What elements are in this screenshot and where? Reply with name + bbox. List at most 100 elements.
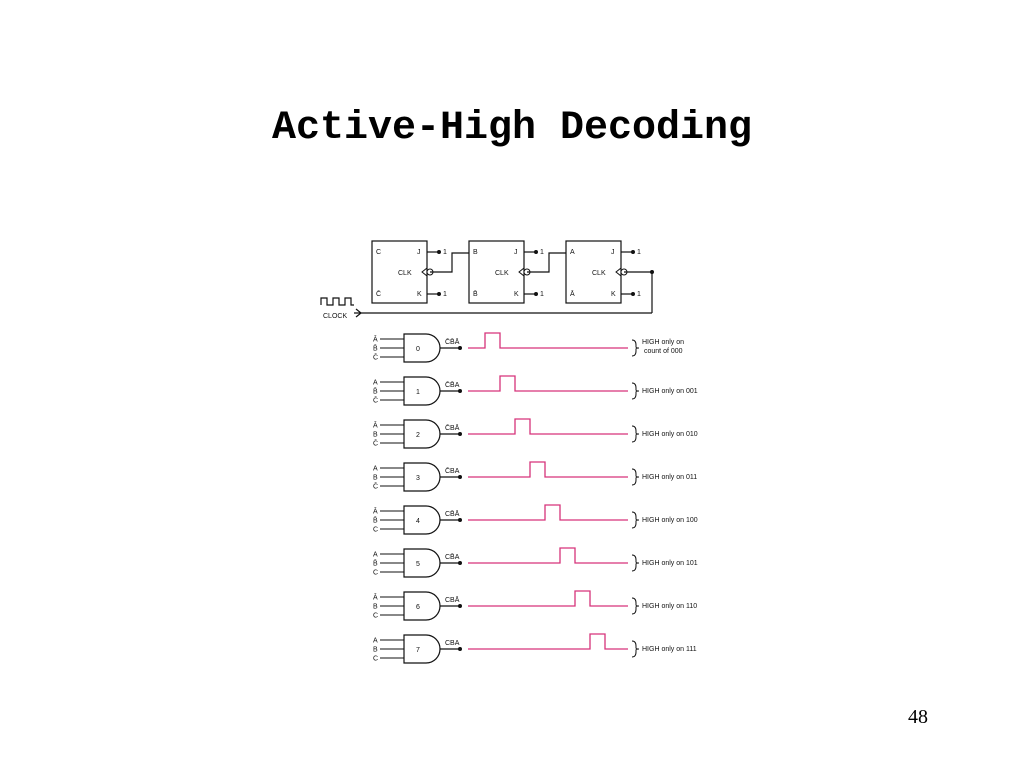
gate-input-label: A [373,466,378,473]
clk-triangle [518,267,525,277]
flipflop-j-label: J [417,249,421,256]
gate-note: HIGH only on 010 [642,431,698,438]
j-input-value: 1 [443,249,447,256]
gate-input-label: A [373,638,378,645]
gate-output-label: CB̄A [445,553,460,561]
flipflop-j-label: J [514,249,518,256]
gate-number: 5 [416,561,420,568]
gate-number: 7 [416,647,420,654]
ff-chain-wiring [430,252,653,313]
gate-output-label: C̄BA [445,467,460,475]
flipflop-qbar-label: B̄ [473,290,478,298]
and-gate-shape [403,419,441,449]
gate-number: 4 [416,518,420,525]
and-gate-shape [403,462,441,492]
output-waveform [468,504,628,521]
j-dot [437,250,441,254]
output-waveform [468,590,628,607]
flipflop-q-label: B [473,249,478,256]
output-waveform [468,547,628,564]
junction-dot [650,270,654,274]
page-number: 48 [908,706,928,728]
gate-input-label: C̄ [373,353,378,361]
clk-triangle [421,267,428,277]
brace [631,382,640,400]
gate-output-dot [458,561,462,565]
brace [631,468,640,486]
gate-input-label: B̄ [373,344,378,352]
flipflop-q-label: A [570,249,575,256]
flipflop-k-label: K [514,291,519,298]
j-input-value: 1 [637,249,641,256]
gate-input-label: A [373,380,378,387]
gate-output-label: CB̄Ā [445,510,460,518]
gate-output-label: C̄B̄A [445,381,460,389]
clk-triangle [615,267,622,277]
gate-number: 1 [416,389,420,396]
gate-input-label: B̄ [373,387,378,395]
flipflop-k-label: K [611,291,616,298]
gate-input-label: C̄ [373,439,378,447]
clock-line [354,308,652,318]
output-waveform [468,375,628,392]
gate-input-label: C [373,613,378,620]
gate-note-line2: count of 000 [644,348,683,355]
flipflop-qbar-label: Ā [570,290,575,298]
k-dot [534,292,538,296]
brace [631,597,640,615]
gate-input-label: B [373,432,378,439]
k-input-value: 1 [637,291,641,298]
j-input-value: 1 [540,249,544,256]
wire-ff0-ff1 [430,252,469,273]
and-gate-shape [403,333,441,363]
k-input-value: 1 [443,291,447,298]
output-waveform [468,633,628,650]
gate-note: HIGH only on 110 [642,603,697,610]
gate-input-label: B [373,604,378,611]
gate-input-label: B [373,647,378,654]
clock-label: CLOCK [323,313,347,320]
gate-output-dot [458,475,462,479]
gate-input-label: Ā [373,594,378,602]
gate-input-label: Ā [373,422,378,430]
and-gate-shape [403,505,441,535]
gate-output-label: C̄BĀ [445,424,460,432]
gate-input-label: C̄ [373,482,378,490]
gate-number: 2 [416,432,420,439]
brace [631,554,640,572]
brace [631,425,640,443]
decoder-gate-2: 2 Ā BC̄ C̄BĀ HIGH only on 010 [373,418,698,449]
flipflop-clk-label: CLK [592,270,606,277]
gate-input-label: C [373,527,378,534]
gate-output-dot [458,432,462,436]
j-dot [534,250,538,254]
flipflop-q-label: C [376,249,381,256]
gate-number: 3 [416,475,420,482]
gate-output-dot [458,647,462,651]
and-gate-shape [403,376,441,406]
gate-note: HIGH only on 111 [642,646,697,653]
brace [631,640,640,658]
slide-title: Active-High Decoding [271,106,753,151]
gate-output-dot [458,518,462,522]
gate-output-label: C̄B̄Ā [445,338,460,346]
gate-number: 6 [416,604,420,611]
gate-input-label: B [373,475,378,482]
gate-input-label: C [373,570,378,577]
gate-output-dot [458,346,462,350]
decoder-gate-6: 6 Ā BC CBĀ HIGH only on 110 [373,590,697,621]
gate-output-label: CBĀ [445,596,460,604]
gate-input-label: B̄ [373,559,378,567]
k-dot [631,292,635,296]
flipflop-k-label: K [417,291,422,298]
brace [631,339,640,357]
